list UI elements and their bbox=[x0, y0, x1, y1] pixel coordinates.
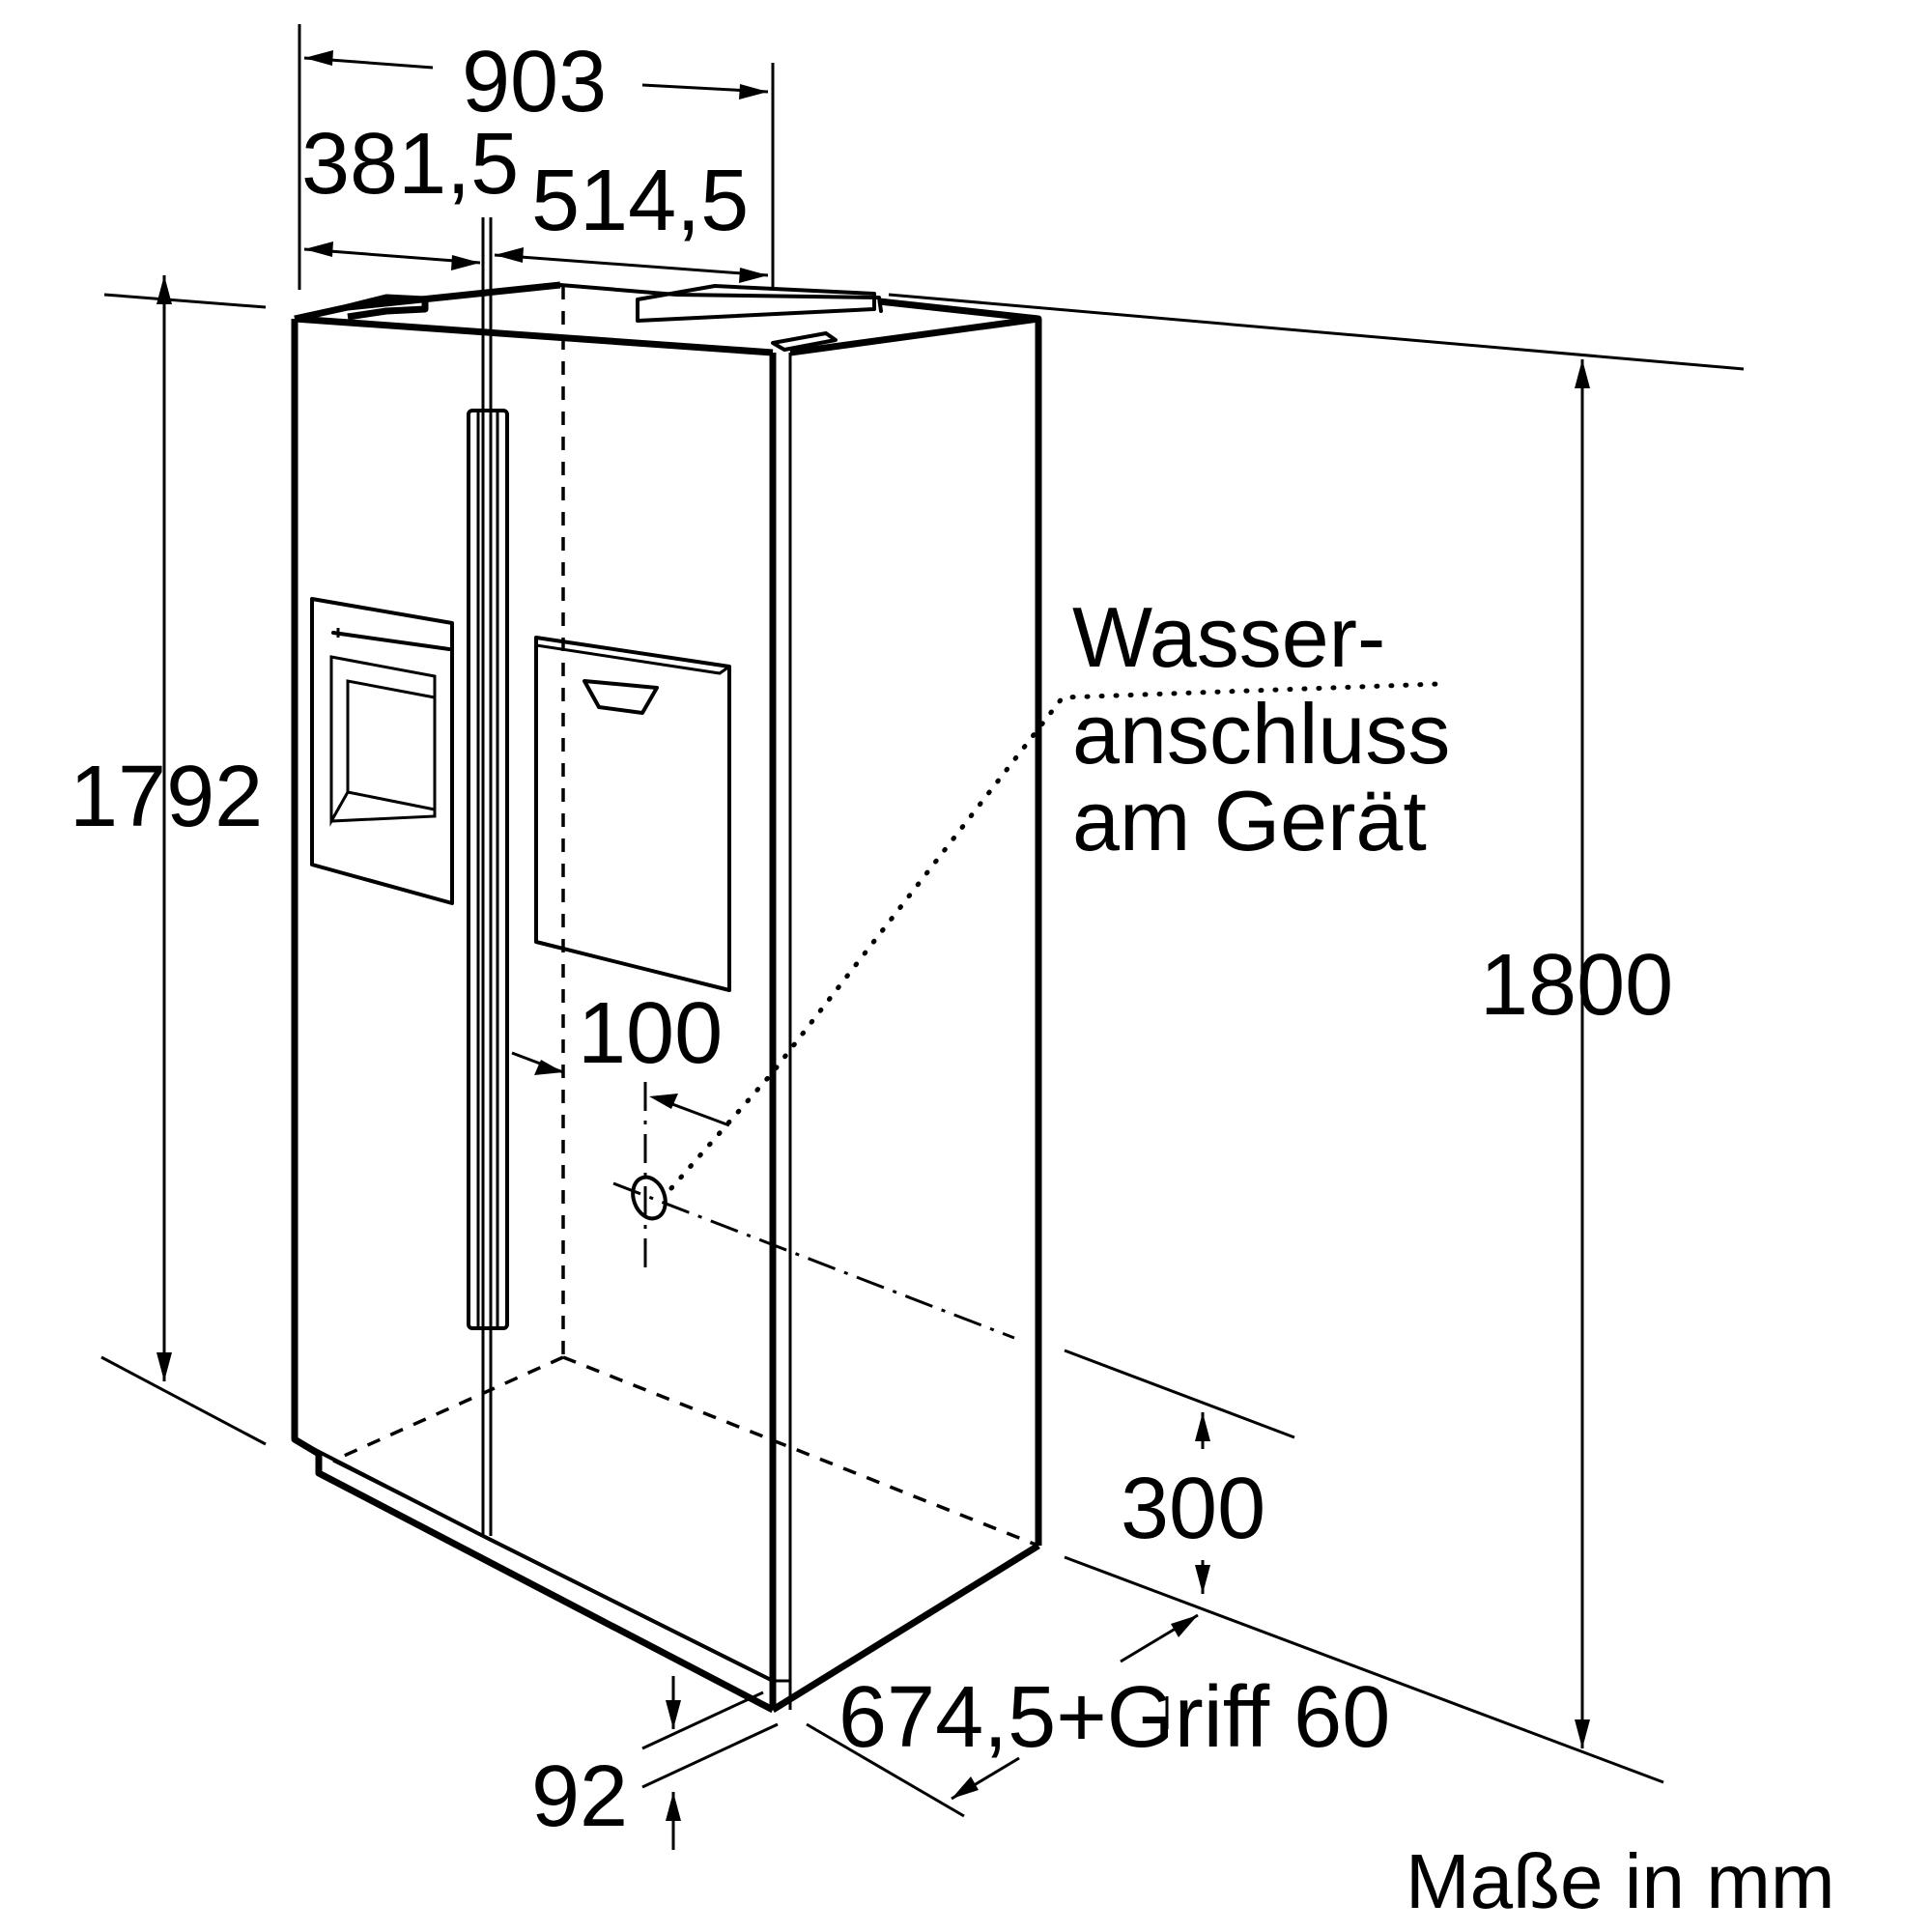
top-hinges bbox=[347, 283, 883, 352]
water-label-line2: anschluss bbox=[1072, 686, 1450, 781]
dim-left-width: 381,5 bbox=[301, 116, 519, 213]
extension-lines bbox=[100, 24, 1745, 1818]
units-note: Maße in mm bbox=[1406, 1838, 1835, 1924]
dim-water-height: 300 bbox=[1121, 1461, 1265, 1557]
water-label-line1: Wasser- bbox=[1072, 589, 1385, 685]
dim-height-right: 1800 bbox=[1480, 937, 1673, 1034]
door-panel bbox=[534, 636, 731, 992]
hidden-edges bbox=[332, 286, 1039, 1548]
water-dispenser bbox=[310, 597, 454, 905]
dimension-lines bbox=[156, 50, 1590, 1850]
door-handle bbox=[467, 409, 509, 1330]
water-connection-icon bbox=[612, 1082, 1015, 1340]
dim-plinth: 92 bbox=[531, 1748, 628, 1845]
water-label-line3: am Gerät bbox=[1072, 773, 1427, 868]
dim-height-left: 1792 bbox=[70, 749, 263, 845]
fridge-outline bbox=[291, 217, 1042, 1714]
dim-water-offset: 100 bbox=[578, 985, 723, 1082]
dim-right-width: 514,5 bbox=[531, 153, 749, 249]
leader-line bbox=[668, 681, 1442, 1191]
dim-depth: 674,5+Griff 60 bbox=[838, 1669, 1390, 1766]
dim-total-width: 903 bbox=[462, 34, 607, 130]
